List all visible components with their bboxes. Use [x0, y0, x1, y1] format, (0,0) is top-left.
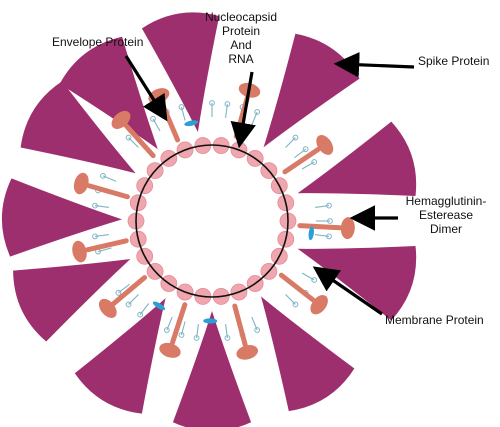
label-envelope-protein: Envelope Protein [52, 35, 144, 49]
envelope-protein [203, 318, 218, 324]
spike-protein [20, 81, 136, 174]
spike-protein [141, 12, 220, 133]
he-stalk [297, 223, 343, 231]
he-stalk [232, 303, 248, 348]
label-hemagglutinin-esterase-dimer: Hemagglutinin- Esterease Dimer [405, 194, 487, 236]
envelope-protein [308, 226, 314, 241]
lipid-head [209, 100, 215, 106]
lipid-head [92, 202, 98, 209]
lipid-head [224, 335, 231, 341]
lipid-head [224, 101, 231, 107]
he-head [73, 172, 89, 195]
lipid-head [163, 327, 170, 333]
lipid-head [254, 327, 261, 333]
he-head [111, 110, 131, 129]
spike-protein [297, 246, 417, 321]
spike-protein [1, 178, 122, 257]
spike-protein [59, 36, 158, 150]
lipid-head [125, 301, 132, 308]
spike-proteins [1, 12, 417, 427]
label-spike-protein: Spike Protein [418, 54, 490, 68]
he-stalk [123, 123, 156, 159]
lipid-head [178, 104, 185, 110]
he-head [98, 298, 117, 318]
lipid-head [326, 233, 332, 240]
spike-protein [74, 298, 166, 414]
arrow-nucleocapsid [230, 71, 256, 149]
envelope-protein [152, 301, 166, 311]
he-head [236, 345, 258, 360]
label-membrane-protein: Membrane Protein [385, 313, 484, 327]
lipid-head [125, 134, 132, 141]
hemagglutinin-esterase-dimers [72, 82, 355, 360]
label-arrows [124, 51, 415, 316]
envelope-protein [184, 120, 199, 127]
lipid-head [193, 335, 200, 341]
arrow-envelope-protein [124, 55, 168, 122]
lipid-head [100, 172, 106, 179]
lipid-head [92, 233, 98, 240]
spike-protein [13, 259, 131, 342]
envelope-proteins [152, 120, 314, 324]
lipid-head [292, 301, 299, 308]
he-stalk [169, 302, 188, 346]
lipid-head [327, 218, 333, 224]
lipid-head [115, 289, 122, 296]
lipid-head [311, 159, 318, 165]
spike-protein [297, 121, 417, 196]
lipid-head [254, 109, 261, 115]
lipid-head [326, 202, 332, 209]
label-nucleocapsid-protein-and-rna: Nucleocapsid Protein And RNA [204, 10, 278, 66]
he-head [340, 217, 355, 240]
he-head [316, 135, 334, 155]
spike-protein [172, 311, 252, 427]
he-head [72, 240, 87, 263]
arrow-membrane-protein [312, 266, 383, 316]
lipid-head [137, 311, 144, 318]
he-head [310, 295, 328, 315]
rna-ring [135, 144, 289, 298]
he-stalk [159, 100, 181, 143]
arrow-spike-protein [333, 51, 415, 78]
he-stalk [282, 146, 321, 175]
lipid-head [292, 134, 299, 141]
he-stalk [278, 272, 316, 303]
spike-protein [261, 296, 355, 412]
lipid-head [302, 146, 309, 153]
he-head [159, 342, 181, 358]
nucleocapsid-beads [127, 137, 297, 305]
lipid-head [178, 332, 185, 338]
he-stalk [84, 238, 129, 253]
he-stalk [111, 275, 148, 306]
he-stalk [86, 183, 130, 200]
